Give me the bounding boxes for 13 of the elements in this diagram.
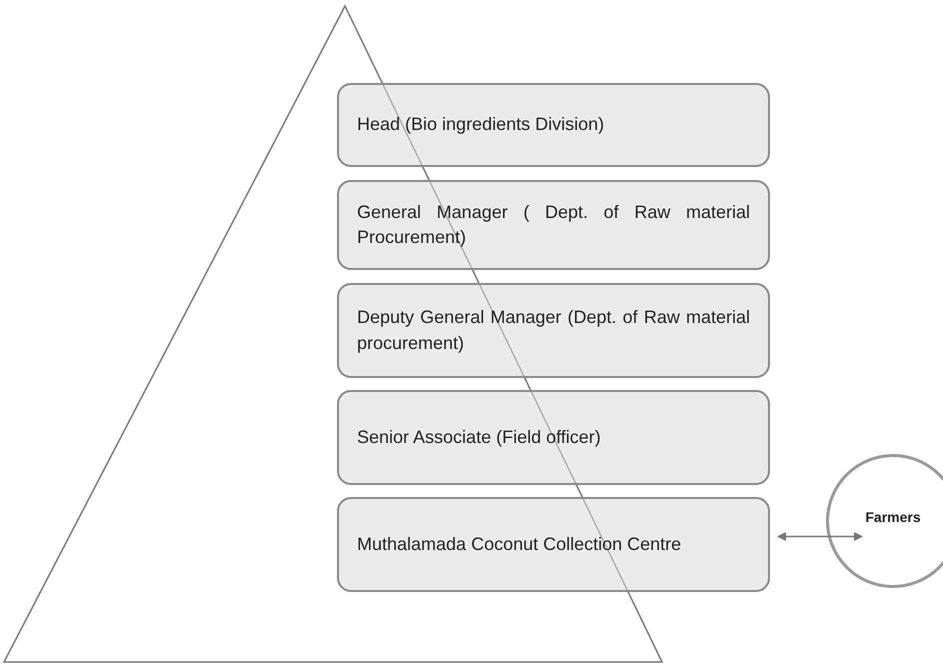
role-label: Deputy General Manager (Dept. of Raw material procurement) bbox=[357, 306, 750, 355]
circle-label: Farmers bbox=[865, 509, 921, 525]
role-label: Head (Bio ingredients Division) bbox=[357, 113, 606, 136]
double-arrow bbox=[777, 532, 863, 541]
role-label: General Manager ( Dept. of Raw material Procurement) bbox=[357, 200, 750, 249]
group-circle bbox=[826, 454, 943, 588]
role-label: Muthalamada Coconut Collection Centre bbox=[357, 532, 682, 556]
role-box bbox=[337, 497, 770, 592]
role-box bbox=[337, 283, 770, 378]
role-box bbox=[337, 83, 770, 167]
role-box bbox=[337, 390, 770, 485]
role-box bbox=[337, 180, 770, 270]
role-label: Senior Associate (Field officer) bbox=[357, 426, 602, 449]
